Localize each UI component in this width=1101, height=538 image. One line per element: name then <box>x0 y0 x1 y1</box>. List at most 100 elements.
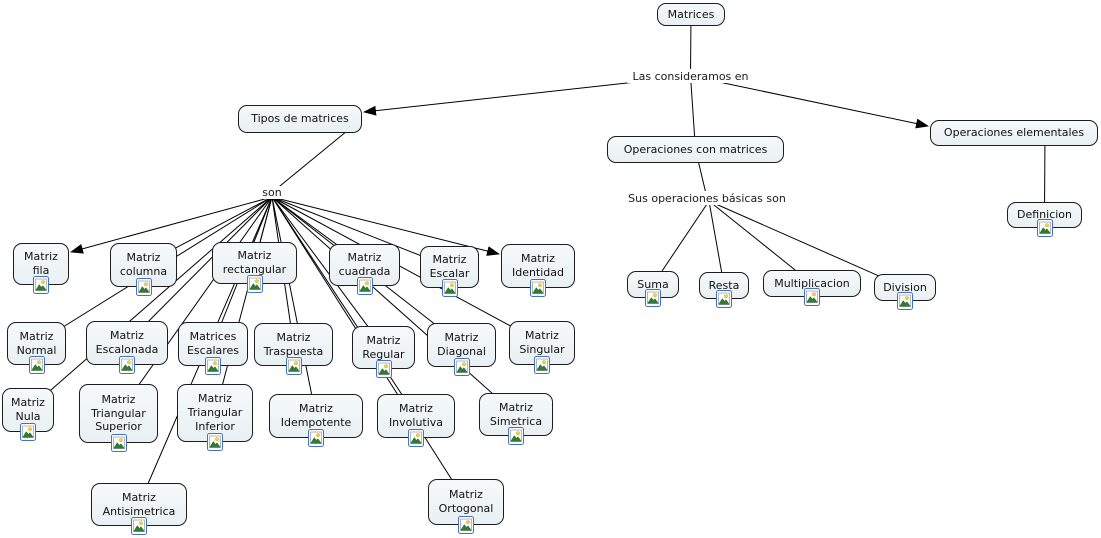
connector-line <box>708 200 725 286</box>
concept-operaciones-con-matrices[interactable]: Operaciones con matrices <box>607 136 784 163</box>
image-resource-icon[interactable] <box>1036 219 1053 237</box>
concept-matriz-diagonal[interactable]: Matriz Diagonal <box>427 323 496 376</box>
image-resource-icon[interactable] <box>453 358 470 376</box>
concept-label: Matrices <box>667 7 715 21</box>
connector-line <box>27 196 273 411</box>
concept-label: Matriz Triangular Superior <box>91 392 146 434</box>
image-resource-icon[interactable] <box>131 517 147 535</box>
concept-multiplicacion[interactable]: Multiplicacion <box>763 270 861 306</box>
concept-matriz-escalar[interactable]: Matriz Escalar <box>420 246 479 297</box>
concept-matriz-fila[interactable]: Matriz fila <box>13 243 69 294</box>
connector-line <box>126 196 273 344</box>
connector-line <box>271 196 417 417</box>
image-resource-icon[interactable] <box>135 278 152 296</box>
concept-label: Division <box>883 280 927 294</box>
image-resource-icon[interactable] <box>356 277 373 295</box>
image-resource-icon[interactable] <box>375 360 392 378</box>
image-resource-icon[interactable] <box>716 290 732 308</box>
image-resource-icon[interactable] <box>110 434 127 452</box>
connector-line <box>708 200 813 284</box>
concept-matriz-ortogonal[interactable]: Matriz Ortogonal <box>428 479 504 534</box>
image-resource-icon[interactable] <box>308 429 324 447</box>
concept-resta[interactable]: Resta <box>699 272 749 308</box>
concept-label: Matriz Simetrica <box>489 400 543 428</box>
concept-label: Definicion <box>1017 208 1072 222</box>
connector-line <box>652 200 710 285</box>
concept-label: Matriz fila <box>24 250 58 277</box>
concept-division[interactable]: Division <box>874 274 936 310</box>
image-resource-icon[interactable] <box>530 279 546 297</box>
concept-matriz-idempotente[interactable]: Matriz Idempotente <box>269 394 363 447</box>
concept-label: Tipos de matrices <box>251 112 349 126</box>
image-resource-icon[interactable] <box>20 423 36 441</box>
concept-label: Matriz Triangular Inferior <box>187 392 243 433</box>
concept-label: Matriz Singular <box>519 329 565 356</box>
linking-phrase-son[interactable]: son <box>259 186 285 199</box>
concept-matriz-rectangular[interactable]: Matriz rectangular <box>212 242 297 293</box>
concept-label: Matriz Identidad <box>511 252 565 279</box>
concept-label: Operaciones elementales <box>943 126 1085 140</box>
concept-matriz-simetrica[interactable]: Matriz Simetrica <box>479 393 553 445</box>
concept-matriz-traspuesta[interactable]: Matriz Traspuesta <box>254 323 333 375</box>
concept-label: Matriz Escalar <box>429 253 470 280</box>
concept-label: Matriz columna <box>119 251 168 278</box>
image-resource-icon[interactable] <box>28 356 45 374</box>
concept-matriz-columna[interactable]: Matriz columna <box>110 243 177 296</box>
concept-matrices-escalares[interactable]: Matrices Escalares <box>178 322 248 375</box>
concept-definicion[interactable]: Definicion <box>1007 202 1082 237</box>
image-resource-icon[interactable] <box>285 357 302 375</box>
image-resource-icon[interactable] <box>33 276 49 294</box>
concept-label: Matriz Nula <box>11 396 45 423</box>
concept-label: Matriz Antisimetrica <box>102 490 176 518</box>
image-resource-icon[interactable] <box>408 429 424 447</box>
image-resource-icon[interactable] <box>246 275 263 293</box>
concept-matriz-antisimetrica[interactable]: Matriz Antisimetrica <box>91 483 187 535</box>
image-resource-icon[interactable] <box>897 292 913 310</box>
image-resource-icon[interactable] <box>205 357 221 375</box>
image-resource-icon[interactable] <box>534 356 550 374</box>
concept-matriz-involutiva[interactable]: Matriz Involutiva <box>377 394 455 447</box>
concept-label: Multiplicacion <box>774 276 850 290</box>
concept-matriz-triangular-inferior[interactable]: Matriz Triangular Inferior <box>177 384 253 451</box>
connector-line <box>271 196 450 268</box>
connector-line <box>690 75 929 129</box>
concept-tipos-de-matrices[interactable]: Tipos de matrices <box>238 105 362 133</box>
concept-label: Matriz Escalonada <box>95 329 159 356</box>
image-resource-icon[interactable] <box>645 289 661 307</box>
linking-phrase-basicas[interactable]: Sus operaciones básicas son <box>621 191 793 205</box>
concept-matrices[interactable]: Matrices <box>657 3 725 26</box>
concept-label: Matriz Traspuesta <box>263 330 324 358</box>
concept-suma[interactable]: Suma <box>627 271 679 307</box>
concept-operaciones-elementales[interactable]: Operaciones elementales <box>930 120 1098 146</box>
image-resource-icon[interactable] <box>508 427 524 445</box>
connector-line <box>70 196 273 254</box>
concept-matriz-escalonada[interactable]: Matriz Escalonada <box>86 321 168 374</box>
connector-line <box>118 196 273 414</box>
image-resource-icon[interactable] <box>207 433 223 451</box>
concept-matriz-nula[interactable]: Matriz Nula <box>2 388 54 441</box>
linking-phrase-consideramos[interactable]: Las consideramos en <box>627 69 754 83</box>
connector-line <box>214 196 273 414</box>
concept-label: Operaciones con matrices <box>623 142 768 156</box>
concept-matriz-identidad[interactable]: Matriz Identidad <box>501 244 575 297</box>
concept-label: Matriz Idempotente <box>280 402 352 429</box>
image-resource-icon[interactable] <box>119 356 135 374</box>
image-resource-icon[interactable] <box>441 279 458 297</box>
concept-label: Matriz cuadrada <box>338 251 391 278</box>
concept-matriz-cuadrada[interactable]: Matriz cuadrada <box>329 244 400 295</box>
image-resource-icon[interactable] <box>804 288 820 306</box>
connector-line <box>271 196 543 344</box>
connector-line <box>271 196 317 417</box>
concept-label: Suma <box>637 277 669 291</box>
connector-line <box>271 196 517 415</box>
concept-label: Matrices Escalares <box>186 330 240 357</box>
concept-matriz-regular[interactable]: Matriz Regular <box>352 326 415 378</box>
concept-label: Matriz Involutiva <box>388 402 444 429</box>
concept-matriz-singular[interactable]: Matriz Singular <box>509 321 575 374</box>
concept-label: Matriz Normal <box>16 329 57 357</box>
concept-matriz-normal[interactable]: Matriz Normal <box>7 322 66 374</box>
concept-matriz-triangular-superior[interactable]: Matriz Triangular Superior <box>79 384 158 452</box>
connector-line <box>271 130 348 193</box>
image-resource-icon[interactable] <box>458 516 474 534</box>
